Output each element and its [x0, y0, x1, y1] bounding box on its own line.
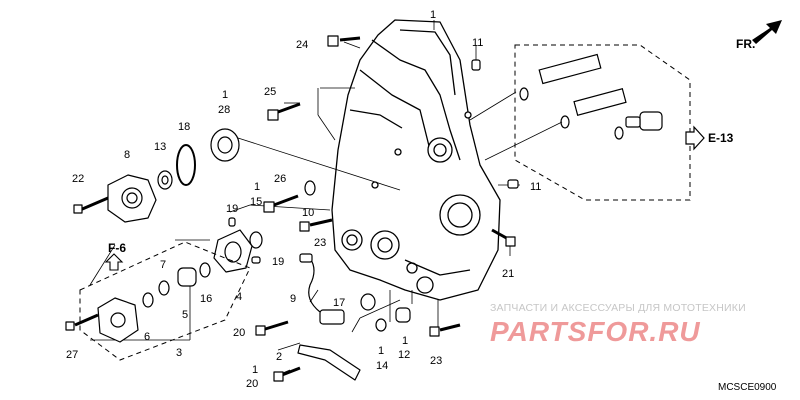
- callout-label: 24: [296, 39, 308, 51]
- callout-label: 19: [272, 256, 284, 268]
- leader-lines: [89, 20, 563, 376]
- callout-label: 14: [376, 360, 388, 372]
- callout-label: 20: [233, 327, 245, 339]
- callout-label: 28: [218, 104, 230, 116]
- callout-label: 11: [530, 181, 541, 193]
- f6-dashed-box: [79, 241, 251, 361]
- callout-label: 1: [402, 335, 408, 347]
- crankcase-cover: [331, 19, 501, 301]
- callout-label: 4: [236, 291, 242, 303]
- e13-arrow-icon: [685, 125, 705, 151]
- callout-label: 13: [154, 141, 166, 153]
- callout-label: 15: [250, 196, 262, 208]
- callout-label: 17: [333, 297, 345, 309]
- callout-label: 26: [274, 173, 286, 185]
- callout-label: 27: [66, 349, 78, 361]
- callout-label: 11: [472, 37, 483, 49]
- callout-label: 1: [252, 364, 258, 376]
- callout-label: 1: [430, 9, 436, 21]
- callout-label: 22: [72, 173, 84, 185]
- callout-label: 1: [222, 89, 228, 101]
- callout-label: 20: [246, 378, 258, 390]
- ref-f6: F-6: [108, 241, 126, 255]
- callout-label: 1: [254, 181, 260, 193]
- callout-label: 5: [182, 309, 188, 321]
- callout-label: 25: [264, 86, 276, 98]
- callout-label: 23: [430, 355, 442, 367]
- diagram-code: MCSCE0900: [718, 382, 777, 393]
- callout-label: 23: [314, 237, 326, 249]
- callout-label: 16: [200, 293, 212, 305]
- left-assembly: [65, 35, 519, 382]
- watermark-subtitle: ЗАПЧАСТИ И АКСЕССУАРЫ ДЛЯ МОТОТЕХНИКИ: [490, 302, 746, 314]
- ref-e13: E-13: [708, 131, 734, 145]
- callout-label: 18: [178, 121, 190, 133]
- callout-label: 19: [226, 203, 238, 215]
- callout-label: 2: [276, 351, 282, 363]
- front-arrow-icon: [752, 20, 782, 44]
- callout-label: 9: [290, 293, 296, 305]
- watermark-logo: PARTSFOR.RU: [490, 316, 701, 347]
- direction-label: FR.: [736, 37, 755, 51]
- f6-arrow-icon: [104, 253, 124, 271]
- callout-label: 8: [124, 149, 130, 161]
- callout-label: 21: [502, 268, 514, 280]
- e13-dashed-box: [514, 44, 691, 201]
- callout-label: 3: [176, 347, 182, 359]
- pipe-fittings: [519, 53, 663, 140]
- callout-numbers: 1 24 11 25 1 28 18 13 8 22 26 1 15 10 19…: [66, 9, 541, 390]
- callout-label: 10: [302, 207, 314, 219]
- callout-label: 6: [144, 331, 150, 343]
- callout-label: 12: [398, 349, 410, 361]
- callout-label: 7: [160, 259, 166, 271]
- callout-label: 1: [378, 345, 384, 357]
